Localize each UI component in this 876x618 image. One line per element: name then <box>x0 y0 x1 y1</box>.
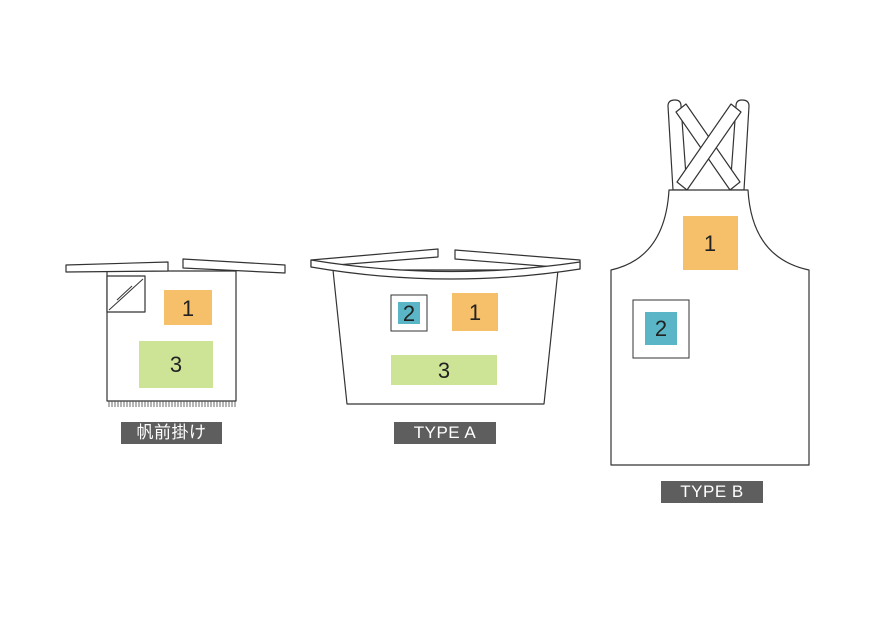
hanmaekake-tie-left <box>65 261 169 273</box>
type-a-waistband <box>310 259 581 280</box>
caption-type-a: TYPE A <box>394 422 496 444</box>
apron-type-b: 1 2 <box>610 99 810 466</box>
type-a-zone-2-frame <box>390 294 428 332</box>
type-a-zone-2 <box>398 302 420 324</box>
type-a-zone-3 <box>391 355 497 385</box>
hanmaekake-zone-3-label: 3 <box>170 352 182 377</box>
type-b-strap-right <box>729 99 750 191</box>
type-b-zone-2 <box>645 312 677 345</box>
type-a-zone-1 <box>452 293 498 331</box>
hanmaekake-zone-1 <box>164 290 212 325</box>
hanmaekake-fringe <box>108 401 236 407</box>
hanmaekake-zone-1-label: 1 <box>182 296 194 321</box>
type-b-zone-1 <box>683 216 738 270</box>
type-a-zone-1-label: 1 <box>469 300 481 325</box>
apron-type-a: 2 1 3 <box>310 248 581 405</box>
hanmaekake-pocket-crease <box>116 285 133 301</box>
hanmaekake-zone-3 <box>139 341 213 388</box>
caption-hanmaekake: 帆前掛け <box>121 422 222 444</box>
type-b-strap-left <box>667 99 688 191</box>
type-b-zone-2-label: 2 <box>655 316 667 341</box>
apron-hanmaekake: 1 3 <box>65 258 286 407</box>
type-a-zone-2-label: 2 <box>403 301 415 326</box>
hanmaekake-tie-right <box>182 258 286 274</box>
type-b-body <box>610 189 810 466</box>
caption-type-b: TYPE B <box>661 481 763 503</box>
hanmaekake-pocket-fold <box>108 278 144 311</box>
type-b-strap-cross-2 <box>676 103 742 191</box>
type-a-body <box>332 269 559 405</box>
type-a-zone-3-label: 3 <box>438 358 450 383</box>
type-b-zone-1-label: 1 <box>704 231 716 256</box>
type-b-zone-2-frame <box>632 299 690 359</box>
